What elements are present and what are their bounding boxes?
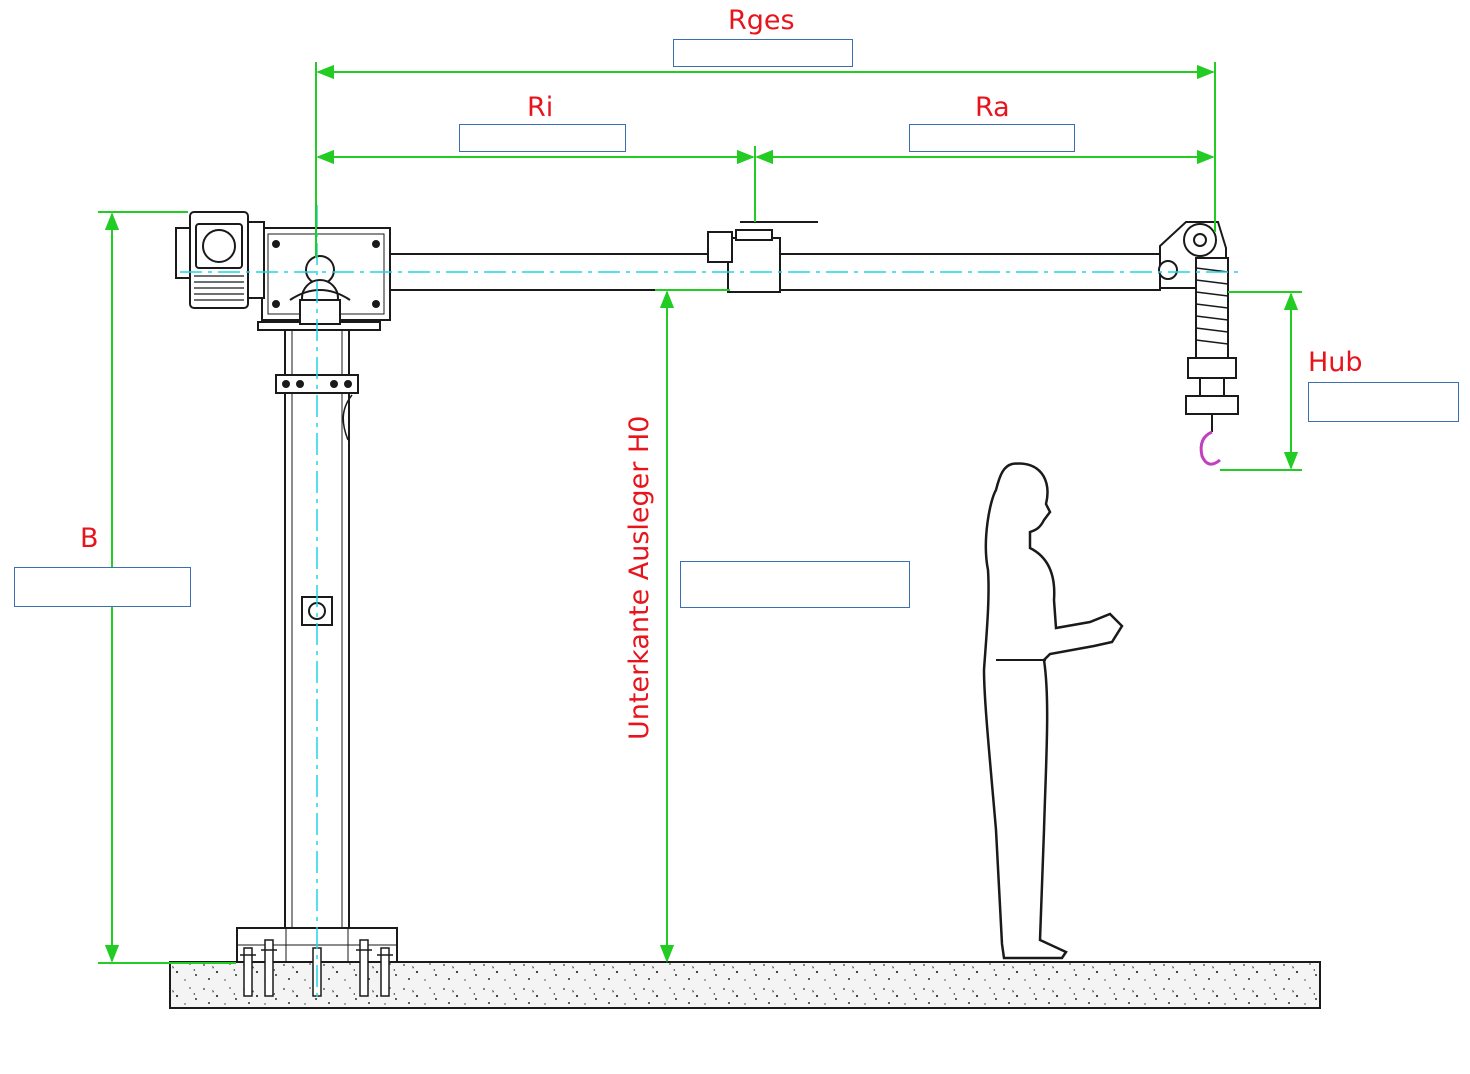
ra-input[interactable] [909, 124, 1075, 152]
rges-label: Rges [728, 5, 795, 36]
b-label: B [80, 523, 99, 554]
b-input[interactable] [14, 567, 191, 607]
h0-label: Unterkante Ausleger H0 [624, 415, 655, 740]
ri-label: Ri [527, 92, 554, 123]
person-silhouette [982, 462, 1124, 960]
centerlines [180, 205, 1240, 1000]
ra-label: Ra [975, 92, 1010, 123]
h0-input[interactable] [680, 561, 910, 608]
concrete-floor [169, 961, 1321, 1009]
slewing-head [261, 227, 391, 325]
hub-label: Hub [1308, 347, 1363, 378]
hub-input[interactable] [1308, 382, 1459, 422]
drive-motor [175, 211, 265, 309]
chain-hoist [1185, 257, 1239, 466]
ri-input[interactable] [459, 124, 626, 152]
rges-input[interactable] [673, 39, 853, 67]
dimension-lines [98, 62, 1302, 964]
jib-arm [389, 221, 1227, 293]
